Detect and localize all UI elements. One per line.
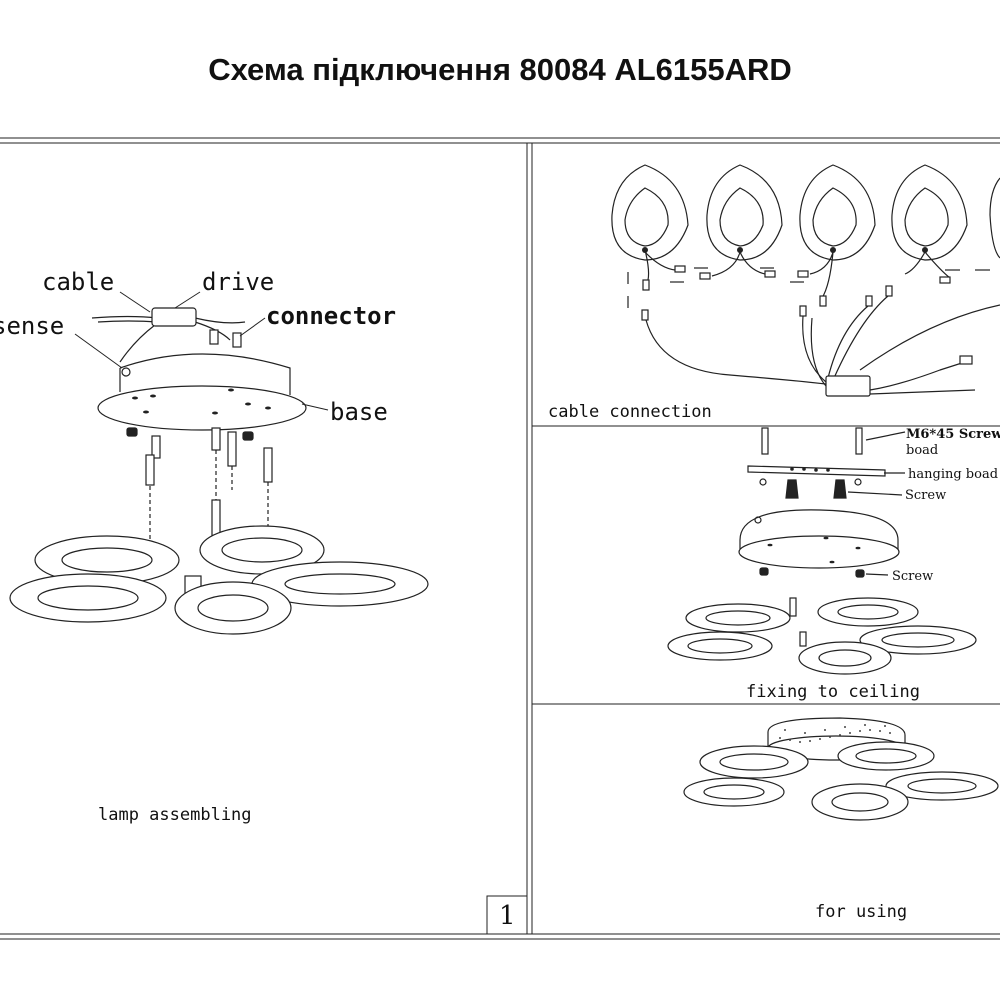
- leaf-lamps: [611, 164, 1000, 261]
- fixing-labels: M6*45 Screw f boad hanging boad Screw Sc…: [892, 427, 1000, 584]
- label-screw-1: Screw: [905, 488, 946, 503]
- label-hanging-board: hanging boad: [908, 467, 998, 482]
- label-sense: sense: [0, 312, 64, 340]
- fixing-to-ceiling-panel: [667, 427, 977, 675]
- lamp-assembling-panel: [9, 307, 429, 635]
- page-number: 1: [499, 901, 516, 931]
- cable-connection-panel: [611, 164, 1000, 397]
- label-connector: connector: [266, 302, 396, 330]
- label-cable: cable: [42, 268, 114, 296]
- caption-cable-connection: cable connection: [548, 402, 712, 422]
- caption-fixing-to-ceiling: fixing to ceiling: [746, 682, 920, 702]
- label-drive: drive: [202, 268, 274, 296]
- label-screw-2: Screw: [892, 569, 933, 584]
- lamp-assembling-labels: cable drive sense connector base lamp as…: [0, 268, 396, 825]
- for-using-panel: [683, 717, 999, 821]
- label-board: boad: [906, 443, 938, 458]
- frame: [0, 137, 1000, 940]
- caption-for-using: for using: [815, 902, 907, 922]
- label-base: base: [330, 398, 388, 426]
- caption-lamp-assembling: lamp assembling: [98, 805, 252, 825]
- label-leaders: [74, 291, 329, 411]
- label-screw-for-board: M6*45 Screw f: [906, 427, 1000, 442]
- page-title: Схема підключення 80084 AL6155ARD: [208, 52, 792, 87]
